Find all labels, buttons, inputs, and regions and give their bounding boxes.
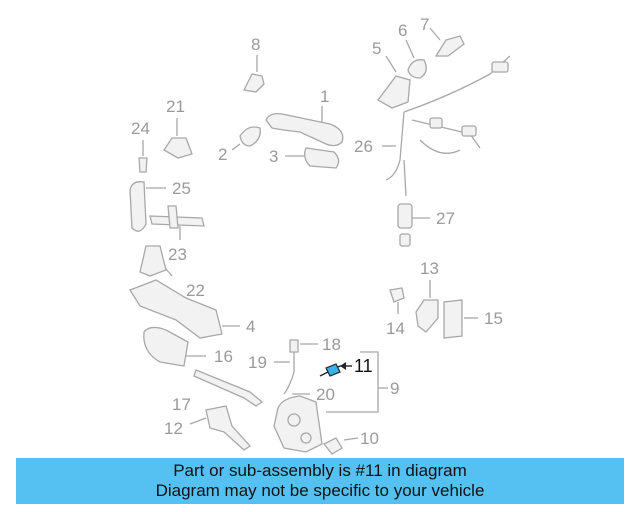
part-16: [143, 326, 206, 367]
part-17: [193, 369, 264, 407]
part-25: [129, 181, 166, 232]
label-25: 25: [172, 179, 191, 198]
part-26-wiring-harness: [382, 55, 511, 197]
label-13: 13: [420, 259, 439, 278]
label-7: 7: [420, 15, 429, 34]
label-19: 19: [248, 353, 267, 372]
label-9: 9: [390, 379, 399, 398]
part-10: [322, 437, 359, 455]
label-18: 18: [322, 335, 341, 354]
part-21: [163, 118, 193, 159]
label-11: 11: [354, 356, 373, 376]
part-2: [231, 126, 261, 151]
part-9-latch-assembly: [273, 351, 388, 453]
part-15: [443, 299, 478, 339]
label-12: 12: [164, 419, 183, 438]
part-22: [139, 245, 173, 277]
label-3: 3: [269, 147, 278, 166]
info-banner: Part or sub-assembly is #11 in diagram D…: [16, 458, 624, 504]
label-26: 26: [354, 137, 373, 156]
part-13-14: [389, 280, 439, 333]
part-12: [189, 405, 251, 451]
part-18-19-20: [274, 339, 318, 395]
label-4: 4: [246, 317, 255, 336]
label-21: 21: [166, 97, 185, 116]
label-17: 17: [172, 395, 191, 414]
label-5: 5: [372, 39, 381, 58]
label-1: 1: [320, 87, 329, 106]
part-27: [397, 203, 430, 247]
part-5: [377, 55, 411, 109]
label-22: 22: [186, 281, 205, 300]
part-3: [285, 147, 340, 169]
label-16: 16: [214, 347, 233, 366]
label-24: 24: [131, 119, 150, 138]
label-10: 10: [360, 429, 379, 448]
part-6: [405, 39, 427, 79]
part-1-outer-handle: [265, 106, 344, 147]
label-14: 14: [386, 319, 405, 338]
label-8: 8: [251, 35, 260, 54]
part-11-highlighted: [319, 362, 352, 377]
part-4: [129, 279, 240, 339]
label-20: 20: [316, 385, 335, 404]
part-23: [149, 205, 205, 240]
banner-line-1: Part or sub-assembly is #11 in diagram: [173, 461, 467, 480]
part-8: [243, 55, 265, 93]
part-7: [429, 27, 465, 57]
label-2: 2: [218, 145, 227, 164]
label-23: 23: [168, 245, 187, 264]
label-15: 15: [484, 309, 503, 328]
part-24: [138, 140, 148, 173]
label-6: 6: [398, 21, 407, 40]
label-27: 27: [436, 209, 455, 228]
parts-diagram: 1 2 3 4 5 6 7 8 9 10 11 12 13 14 15 16 1…: [129, 15, 511, 455]
banner-line-2: Diagram may not be specific to your vehi…: [155, 481, 485, 500]
